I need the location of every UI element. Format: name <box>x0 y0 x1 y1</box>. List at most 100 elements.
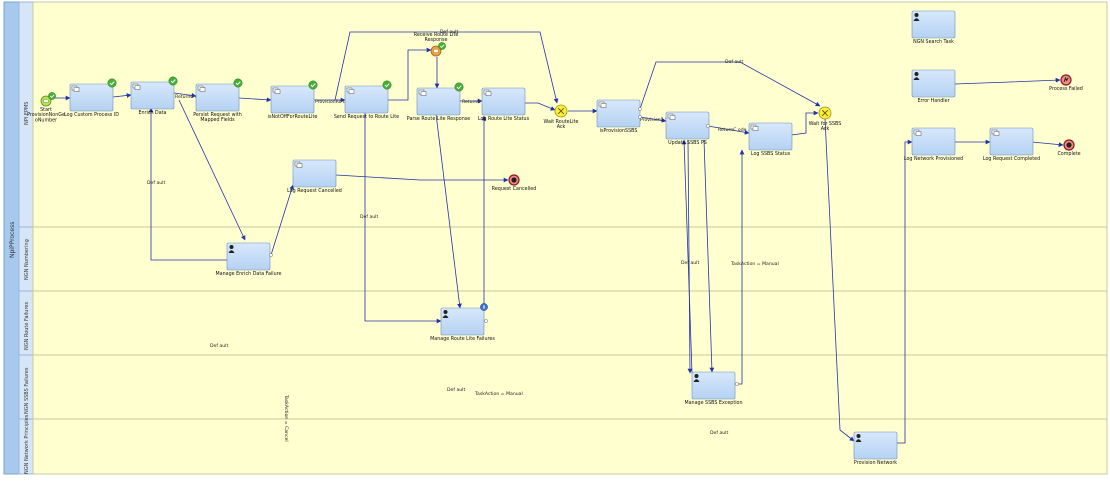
task-lognet[interactable]: Log Network Provisioned <box>904 127 963 162</box>
task-logcancel[interactable]: Log Request Cancelled <box>287 159 342 194</box>
gear-icon <box>750 124 759 131</box>
flow <box>639 61 821 110</box>
check-icon <box>382 80 392 90</box>
flow-label: Def ault <box>681 260 699 266</box>
task-box <box>69 83 114 112</box>
flow <box>824 117 855 442</box>
gear-icon <box>483 89 492 96</box>
pool-label: NpiPProcess <box>9 222 16 258</box>
task-manroute[interactable]: Manage Route Lite Failures <box>430 307 495 342</box>
task-label: Log Route Lite Status <box>478 116 530 122</box>
task-box <box>270 85 315 114</box>
boundary-markers <box>269 107 739 386</box>
task-logroute[interactable]: Log Route Lite Status <box>478 87 530 122</box>
lane-ngn-ssbs-failures: NGN SSBS Failures <box>18 354 1108 420</box>
task-isprov[interactable]: isProvisionSSBS <box>596 99 641 134</box>
task-label: Update SSBS PS <box>668 140 707 146</box>
flow-label: TaskAction = Manual <box>730 261 779 267</box>
port-marker <box>706 124 710 128</box>
task-label: Manage Route Lite Failures <box>430 336 495 342</box>
check-icon <box>107 78 117 88</box>
flow-label: ReturnC ode = 0 <box>718 127 756 133</box>
flow-label: Def ault <box>710 430 728 436</box>
flow <box>335 174 509 183</box>
flow-label: ProvisionS SBS = True <box>640 117 691 123</box>
flow <box>112 93 132 98</box>
task-label: Parse Route Lite Response <box>407 116 470 122</box>
task-label: Manage Enrich Data Failure <box>216 271 282 277</box>
gear-icon <box>272 87 281 94</box>
gear-icon <box>71 85 80 92</box>
flow <box>435 113 462 309</box>
task-logcustom[interactable]: Log Custom Process ID <box>64 78 119 118</box>
task-label: Log Request Cancelled <box>287 188 342 194</box>
check-icon <box>233 78 243 88</box>
port-marker <box>269 253 273 257</box>
task-box <box>911 69 956 98</box>
flow <box>639 116 667 123</box>
task-label: isProvisionSSBS <box>600 128 638 134</box>
task-box <box>596 99 641 128</box>
flow <box>897 139 913 444</box>
task-logcomp[interactable]: Log Request Completed <box>983 127 1040 162</box>
flow <box>387 47 432 101</box>
lane-ngn-network-principles: NGN Network Principles <box>18 414 1108 475</box>
task-parse[interactable]: Parse Route Lite Response <box>407 82 470 122</box>
task-box <box>292 159 337 188</box>
task-box <box>481 87 526 116</box>
port-marker <box>735 382 739 386</box>
user-icon <box>693 374 700 382</box>
task-box <box>416 87 461 116</box>
flow-label: TaskAction = Manual <box>474 391 523 397</box>
task-box <box>130 81 175 110</box>
task-manssbs[interactable]: Manage SSBS Exception <box>684 371 743 406</box>
task-search[interactable]: NGN Search Task <box>911 10 956 45</box>
task-box <box>911 127 956 156</box>
event-cancelled[interactable]: Request Cancelled <box>492 174 537 192</box>
user-icon <box>228 245 235 253</box>
task-box <box>989 127 1034 156</box>
flow <box>687 139 693 374</box>
flow <box>790 110 819 136</box>
flow <box>954 77 1061 85</box>
task-box <box>853 431 898 460</box>
check-icon <box>168 76 178 86</box>
flow <box>148 107 227 261</box>
task-provnet[interactable]: Provision Network <box>853 431 898 466</box>
user-icon <box>913 13 920 21</box>
flow <box>364 112 442 324</box>
gear-icon <box>667 113 676 120</box>
task-manenrich[interactable]: Manage Enrich Data Failure <box>216 242 282 277</box>
task-enrich[interactable]: Enrich Data <box>130 76 178 116</box>
task-logssbs[interactable]: Log SSBS Status <box>748 122 793 157</box>
task-errh[interactable]: Error Handler <box>911 69 956 104</box>
task-label: Enrich Data <box>138 110 166 116</box>
flow <box>334 31 559 104</box>
user-icon <box>855 434 862 442</box>
task-update[interactable]: Update SSBS PS <box>665 111 710 146</box>
event-complete[interactable]: Complete <box>1057 139 1081 157</box>
check-icon <box>48 92 56 100</box>
port-marker <box>638 115 642 119</box>
task-send[interactable]: Send Request to Route Lite <box>334 80 399 120</box>
flow <box>178 99 246 241</box>
flow <box>703 139 715 373</box>
event-failed[interactable]: Process Failed <box>1049 74 1083 92</box>
gear-icon <box>197 85 206 92</box>
task-box <box>911 10 956 39</box>
task-label: Provision Network <box>854 460 897 466</box>
task-isnot[interactable]: isNotOffForRouteLite <box>268 80 318 120</box>
gear-icon <box>418 89 427 96</box>
tasks: Log Custom Process ID Enrich Data Persist … <box>64 10 1040 466</box>
user-icon <box>913 72 920 80</box>
